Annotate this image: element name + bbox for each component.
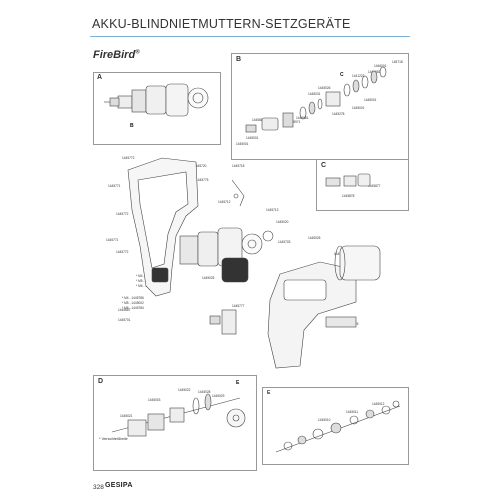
panel-b	[231, 53, 409, 160]
part-number-lists: * M6 - 1445784	[122, 306, 144, 310]
panel-c-drawing	[325, 173, 371, 187]
panel-b-label: B	[236, 56, 242, 63]
part-number-e-parts: 1445011	[346, 410, 359, 414]
part-number-main-center: 1445887	[118, 308, 131, 312]
part-number-b: 1445001	[236, 142, 249, 146]
part-number-main-top: 1445720	[194, 164, 207, 168]
part-number-main-center: 1445701	[118, 318, 131, 322]
panel-d-drawing	[111, 393, 246, 437]
part-number-d-parts: 1445003	[148, 398, 161, 402]
part-number-main-top: 1445020	[276, 220, 289, 224]
wear-parts-note: * Verschleißteile	[99, 436, 128, 441]
part-number-b: 1441222	[352, 74, 365, 78]
part-number-main-right: 1445025	[308, 236, 321, 240]
callout-e-in-d: E	[236, 380, 240, 386]
part-number-d-parts: 1445021	[120, 414, 133, 418]
part-number-b: 1445001	[364, 98, 377, 102]
part-number-lists: * M5 - 1445002	[122, 301, 144, 305]
panel-a-label: A	[97, 74, 103, 81]
part-number-b: 1445881	[252, 118, 265, 122]
part-number-main-left: 1445771	[108, 184, 121, 188]
title-rule	[90, 36, 410, 37]
panel-a-drawing	[104, 83, 209, 117]
panel-e-label: E	[267, 390, 271, 396]
part-number-c: 1445877	[368, 184, 381, 188]
callout-b-in-a: B	[130, 123, 134, 129]
part-number-main-left: 1445772	[116, 212, 129, 216]
part-number-b: 1445001	[352, 106, 365, 110]
part-number-d-parts: 1445022	[178, 388, 191, 392]
part-number-e-parts: 1445010	[318, 418, 331, 422]
gear-assembly-drawing	[151, 227, 274, 335]
part-number-b: 1445971	[288, 120, 301, 124]
right-housing-drawing	[267, 245, 381, 369]
panel-d-label: D	[98, 378, 104, 385]
part-number-main-left: 1445771	[106, 238, 119, 242]
brand-name: FireBird®	[93, 49, 140, 61]
part-number-main-left: 1445772	[116, 250, 129, 254]
page-title: AKKU-BLINDNIETMUTTERN-SETZGERÄTE	[92, 17, 351, 31]
part-number-b: 1445278	[332, 112, 345, 116]
part-number-lists: * M4 - 1445786	[122, 296, 144, 300]
panel-c-label: C	[321, 162, 327, 169]
part-number-main-right: 1445703	[278, 240, 291, 244]
part-number-main-top: 1445713	[266, 208, 279, 212]
part-number-d-parts: 1445028	[198, 390, 211, 394]
panel-b-drawing	[245, 66, 387, 133]
part-number-main-center: 1445777	[232, 304, 245, 308]
part-number-b: 1446001	[374, 64, 387, 68]
part-number-b: 1445031	[308, 92, 321, 96]
part-number-b: 1445001	[246, 136, 259, 140]
part-number-b: 145718	[392, 60, 403, 64]
part-number-main-top: 1445718	[232, 164, 245, 168]
part-number-main-left: 1445772	[122, 156, 135, 160]
main-housing-drawing	[127, 157, 245, 297]
part-number-b: 1445881	[296, 116, 309, 120]
part-number-main-top: 1445712	[218, 200, 231, 204]
panel-e-drawing	[275, 400, 401, 453]
part-number-b: 1445026	[318, 86, 331, 90]
page-number: 328	[93, 484, 104, 491]
part-number-e-parts: 1445012	[372, 402, 385, 406]
part-number-d-parts: 1445029	[212, 394, 225, 398]
part-number-c: 1445878	[342, 194, 355, 198]
gesipa-logo: GESIPA	[105, 482, 133, 489]
part-number-main-center: 1445025	[202, 276, 215, 280]
callout-c-in-b: C	[340, 72, 344, 78]
part-number-main-top: 1445775	[196, 178, 209, 182]
